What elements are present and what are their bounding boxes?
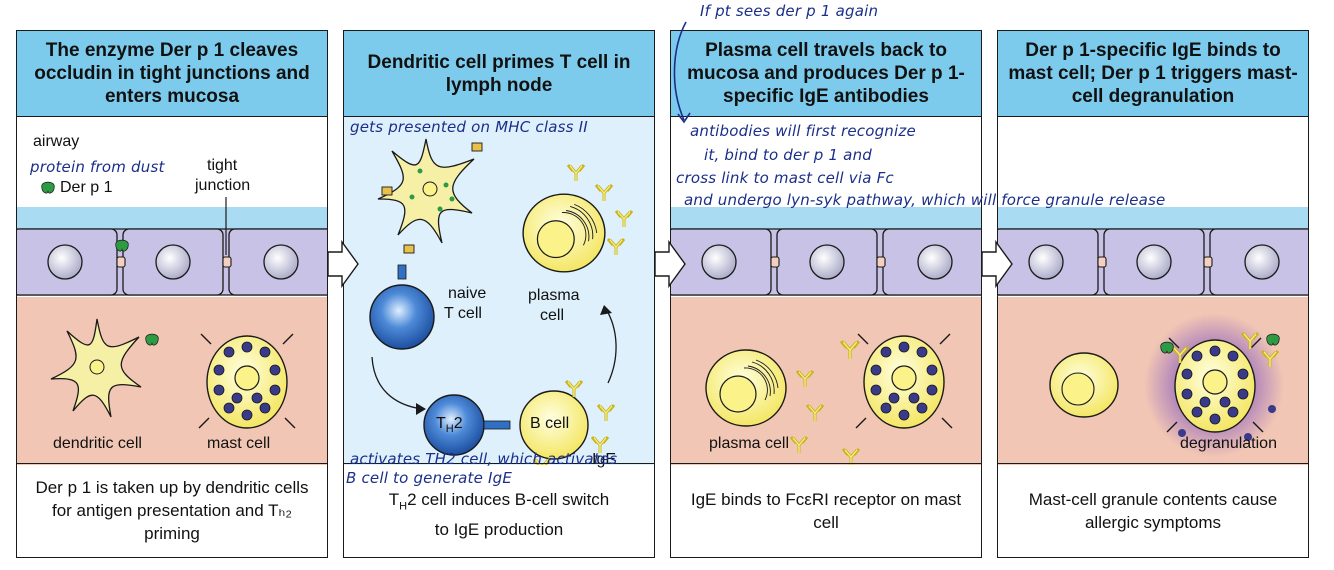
step-arrow-1 xyxy=(327,240,359,288)
panel-4-caption: Mast-cell granule contents cause allergi… xyxy=(998,463,1308,557)
panel-3-caption: IgE binds to FcεRI receptor on mast cell xyxy=(671,463,981,557)
annotation-if-pt: If pt sees der p 1 again xyxy=(700,2,879,20)
panel-2-caption: TH2 cell induces B-cell switch to IgE pr… xyxy=(344,463,654,557)
panel-2: Dendritic cell primes T cell in lymph no… xyxy=(343,30,655,558)
annotation-antibodies-4: and undergo lyn-syk pathway, which will … xyxy=(684,191,1166,209)
step-arrow-3 xyxy=(981,240,1013,288)
der-p1-icon xyxy=(41,181,55,194)
cell-label: cell xyxy=(540,307,565,324)
annotation-activates-1: activates TH2 cell, which activates xyxy=(350,450,618,468)
annotation-antibodies-1: antibodies will first recognize xyxy=(690,122,916,140)
dendritic-cell-label: dendritic cell xyxy=(53,435,142,452)
der-p1-label: Der p 1 xyxy=(60,179,113,196)
panel-1: The enzyme Der p 1 cleaves occludin in t… xyxy=(16,30,328,558)
panel-4-header: Der p 1-specific IgE binds to mast cell;… xyxy=(998,31,1308,117)
annotation-activates-2: B cell to generate IgE xyxy=(346,469,513,487)
tight-label: tight xyxy=(207,157,238,174)
plasma-label: plasma xyxy=(528,287,580,304)
panel-3-illustration: plasma cell xyxy=(671,117,981,465)
panel-2-illustration: naive T cell plasma cell TH2 B cell IgE xyxy=(344,117,654,468)
panel-4: Der p 1-specific IgE binds to mast cell;… xyxy=(997,30,1309,558)
mast-cell-label: mast cell xyxy=(207,435,271,452)
step-arrow-2 xyxy=(654,240,686,288)
annotation-protein-from-dust: protein from dust xyxy=(30,158,165,176)
panel-1-header: The enzyme Der p 1 cleaves occludin in t… xyxy=(17,31,327,117)
panel-2-header: Dendritic cell primes T cell in lymph no… xyxy=(344,31,654,117)
panel-4-illustration: degranulation xyxy=(998,117,1308,465)
t-cell-label: T cell xyxy=(444,305,482,322)
panel-1-caption: Der p 1 is taken up by dendritic cells f… xyxy=(17,463,327,557)
annotation-antibodies-3: cross link to mast cell via Fc xyxy=(676,169,894,187)
panel-3-header: Plasma cell travels back to mucosa and p… xyxy=(671,31,981,117)
annotation-mhc: gets presented on MHC class II xyxy=(350,118,588,136)
junction-label: junction xyxy=(195,177,251,194)
b-cell-label: B cell xyxy=(530,415,570,432)
annotation-antibodies-2: it, bind to der p 1 and xyxy=(704,146,873,164)
panel-3: Plasma cell travels back to mucosa and p… xyxy=(670,30,982,558)
airway-label: airway xyxy=(33,133,80,150)
panel-1-illustration: airway Der p 1 tight junction dendritic … xyxy=(17,117,327,465)
th2-label: TH2 xyxy=(436,415,463,436)
annotation-curve xyxy=(673,21,691,124)
plasma-cell-label: plasma cell xyxy=(709,435,790,452)
naive-label: naive xyxy=(448,285,487,302)
degranulation-label: degranulation xyxy=(1180,435,1277,452)
